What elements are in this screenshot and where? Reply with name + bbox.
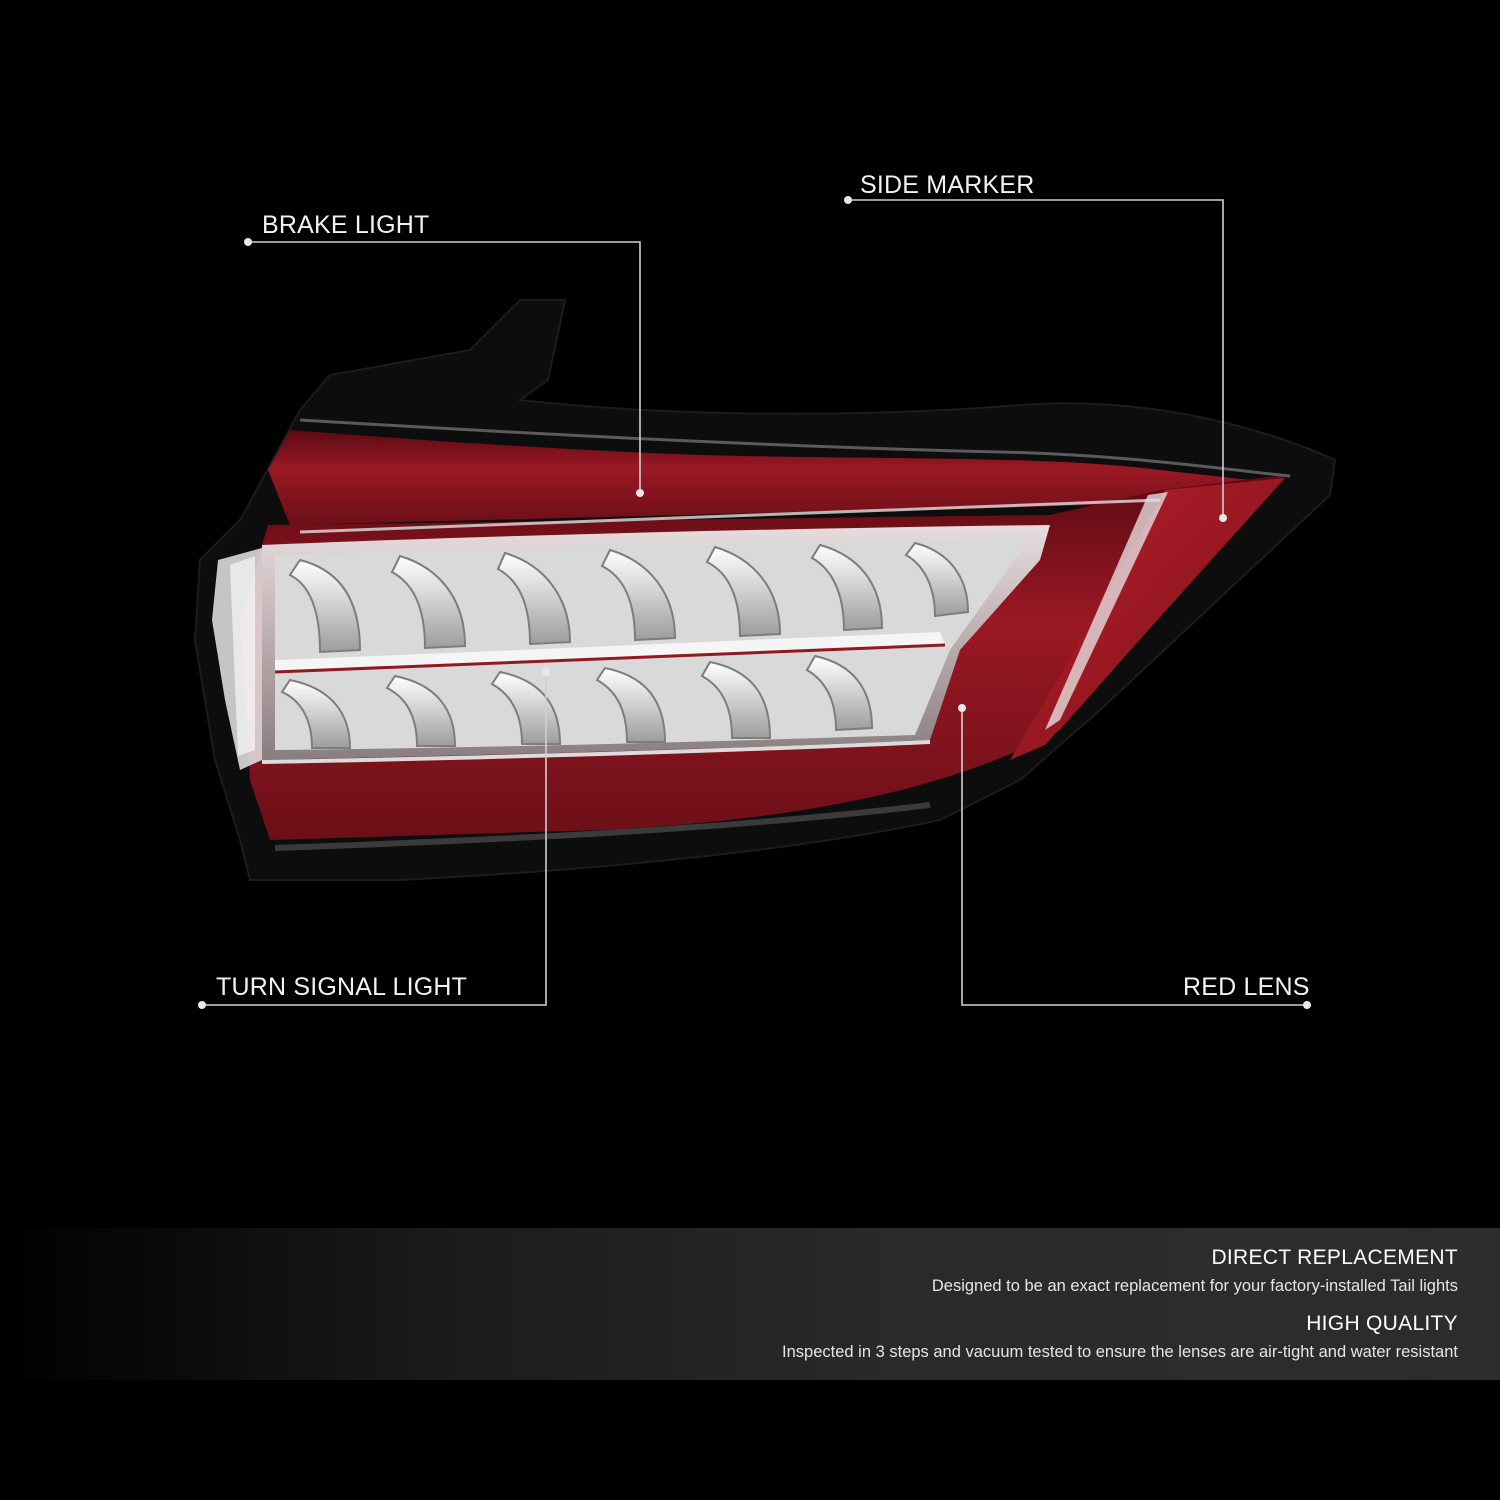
side-marker-label: SIDE MARKER xyxy=(860,171,1035,199)
feature-high-quality: HIGH QUALITY Inspected in 3 steps and va… xyxy=(782,1313,1458,1361)
brake-light-dot-end xyxy=(636,489,644,497)
brake-light-leader-line xyxy=(248,241,641,493)
brake-light-label: BRAKE LIGHT xyxy=(262,211,430,239)
feature-banner xyxy=(0,1228,1500,1380)
feature-title: DIRECT REPLACEMENT xyxy=(1211,1246,1458,1269)
side-marker-leader-line xyxy=(848,199,1224,518)
turn-signal-light-label: TURN SIGNAL LIGHT xyxy=(216,973,468,1001)
turn-signal-leader-line xyxy=(202,672,547,1006)
feature-title: HIGH QUALITY xyxy=(1306,1312,1458,1335)
red-lens-dot-end xyxy=(1303,1001,1311,1009)
side-marker-dot-end xyxy=(1219,514,1227,522)
brake-light-dot-start xyxy=(244,238,252,246)
red-lens-label: RED LENS xyxy=(1183,973,1310,1001)
feature-direct-replacement: DIRECT REPLACEMENT Designed to be an exa… xyxy=(932,1247,1458,1295)
red-lens-dot-start xyxy=(958,704,966,712)
turn-signal-dot-start xyxy=(198,1001,206,1009)
turn-signal-dot-end xyxy=(542,668,550,676)
feature-description: Designed to be an exact replacement for … xyxy=(931,1277,1458,1295)
feature-description: Inspected in 3 steps and vacuum tested t… xyxy=(782,1343,1458,1361)
red-lens-leader-line xyxy=(961,708,1307,1006)
side-marker-dot-start xyxy=(844,196,852,204)
